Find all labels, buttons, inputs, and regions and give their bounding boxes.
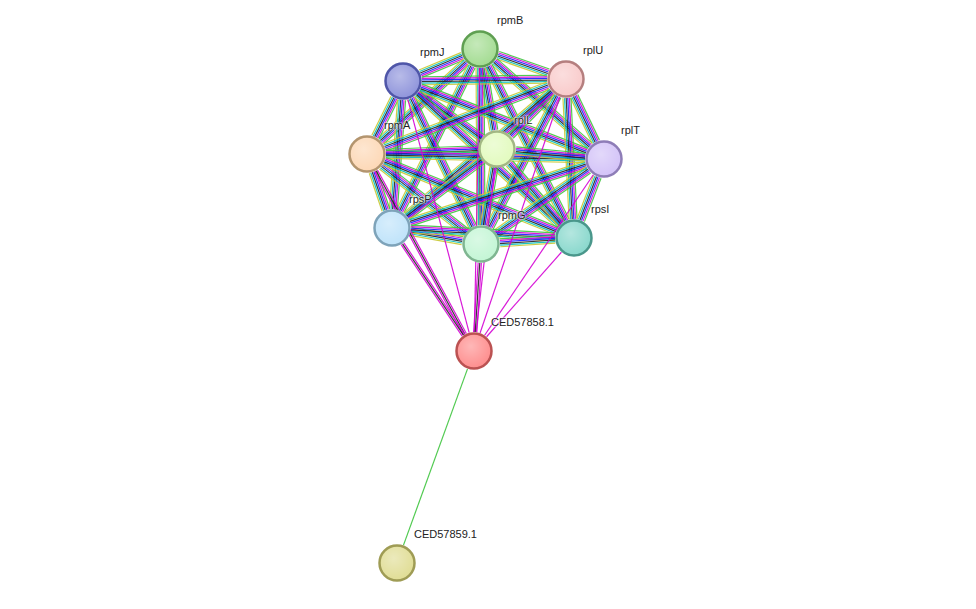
node-circle: [555, 219, 593, 257]
evidence-line: [376, 171, 465, 335]
interaction-edge: [375, 170, 467, 335]
node-label: CED57859.1: [414, 528, 477, 541]
node-circle: [547, 60, 585, 98]
interaction-edge: [403, 369, 467, 545]
evidence-line: [571, 98, 593, 144]
node-circle: [378, 544, 416, 582]
protein-node: rpsI: [555, 219, 593, 257]
interaction-edge: [516, 147, 586, 161]
node-label: rpmB: [497, 14, 523, 27]
interaction-edge: [372, 96, 398, 138]
evidence-line: [516, 153, 585, 159]
evidence-line: [516, 155, 585, 161]
node-label: rpsP: [409, 193, 432, 206]
node-circle: [373, 209, 411, 247]
interaction-edge: [497, 51, 550, 76]
protein-node: rpmB: [461, 30, 499, 68]
evidence-line: [411, 167, 587, 224]
interaction-edge: [474, 263, 482, 332]
node-label: rpmA: [384, 119, 410, 132]
evidence-line: [499, 53, 549, 70]
interaction-edge: [422, 75, 547, 85]
node-circle: [348, 135, 386, 173]
node-label: rplL: [514, 114, 532, 127]
interaction-edge: [485, 175, 594, 336]
interaction-edge: [480, 97, 560, 333]
interaction-edge: [500, 235, 556, 247]
evidence-line: [386, 89, 549, 151]
protein-node: CED57859.1: [378, 544, 416, 582]
evidence-line: [474, 68, 479, 332]
evidence-line: [386, 159, 558, 229]
node-circle: [384, 62, 422, 100]
protein-node: rplL: [478, 130, 516, 168]
evidence-line: [375, 171, 464, 335]
evidence-line: [406, 159, 481, 215]
evidence-line: [403, 244, 464, 335]
protein-node: rpmJ: [384, 62, 422, 100]
evidence-line: [485, 175, 594, 336]
evidence-line: [407, 160, 482, 216]
evidence-line: [376, 98, 395, 137]
node-circle: [455, 332, 493, 370]
evidence-line: [403, 369, 467, 545]
node-circle: [462, 225, 500, 263]
protein-node: rplU: [547, 60, 585, 98]
evidence-line: [411, 169, 587, 226]
protein-node: rpmG: [462, 225, 500, 263]
node-circle: [585, 140, 623, 178]
node-label: rpmJ: [420, 46, 444, 59]
evidence-line: [377, 170, 466, 334]
evidence-line: [516, 152, 585, 158]
protein-node: rpsP: [373, 209, 411, 247]
interaction-edge: [487, 252, 562, 337]
node-label: CED57858.1: [491, 316, 554, 329]
protein-node: rplT: [585, 140, 623, 178]
evidence-line: [499, 51, 549, 68]
protein-node: CED57858.1: [455, 332, 493, 370]
evidence-line: [480, 97, 560, 333]
node-label: rplT: [621, 124, 640, 137]
interaction-edge: [474, 68, 479, 332]
node-circle: [461, 30, 499, 68]
evidence-line: [404, 243, 465, 334]
evidence-line: [405, 157, 480, 213]
node-label: rpmG: [498, 209, 526, 222]
interaction-edge: [571, 94, 600, 143]
evidence-line: [487, 252, 562, 337]
evidence-line: [386, 157, 558, 227]
evidence-line: [401, 245, 462, 336]
interaction-edge: [401, 243, 465, 336]
evidence-line: [573, 97, 595, 143]
evidence-line: [422, 83, 547, 85]
node-label: rpsI: [591, 203, 609, 216]
evidence-line: [572, 97, 594, 143]
node-label: rplU: [583, 44, 603, 57]
protein-node: rpmA: [348, 135, 386, 173]
node-circle: [478, 130, 516, 168]
evidence-line: [575, 96, 597, 142]
evidence-line: [477, 263, 482, 332]
